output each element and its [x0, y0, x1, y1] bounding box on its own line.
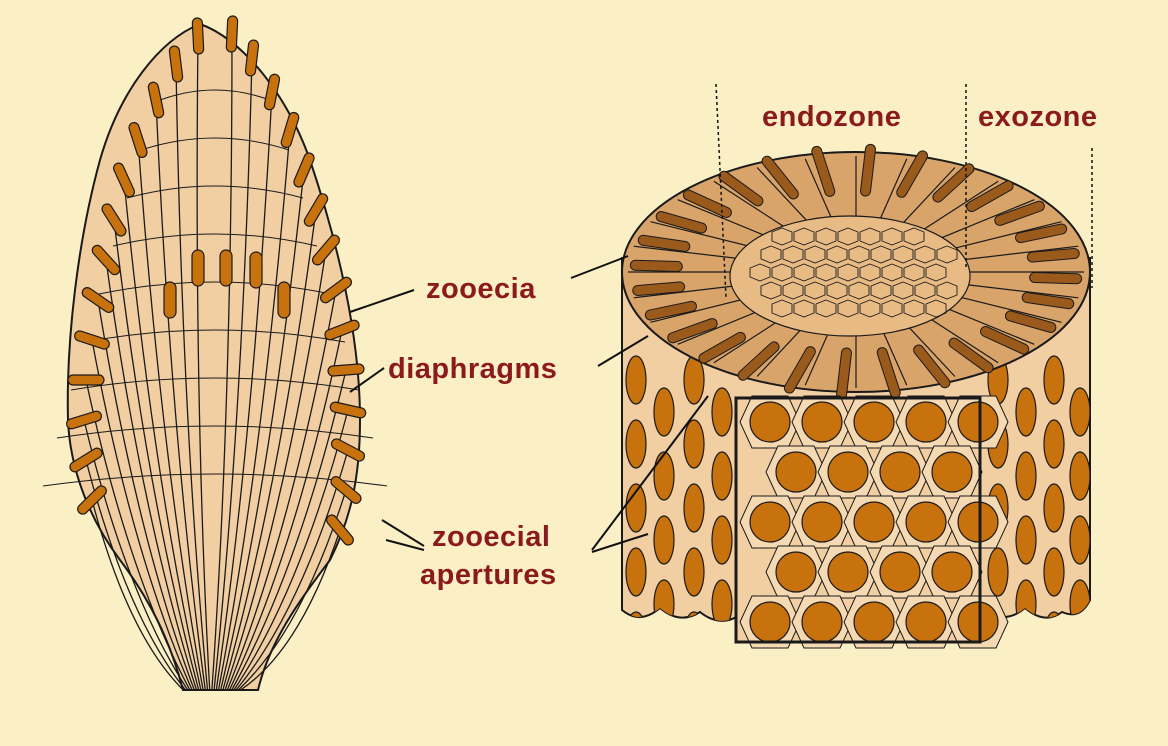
window-aperture	[750, 602, 790, 642]
window-aperture	[854, 602, 894, 642]
endozone-area	[730, 216, 970, 336]
window-aperture	[802, 402, 842, 442]
aperture-bar	[192, 250, 204, 286]
window-aperture	[906, 402, 946, 442]
side-aperture	[1044, 612, 1064, 660]
top-aperture	[630, 260, 682, 272]
side-aperture	[1070, 452, 1090, 500]
window-aperture	[802, 502, 842, 542]
aperture-window	[736, 396, 1008, 648]
side-aperture	[1044, 484, 1064, 532]
window-aperture	[828, 552, 868, 592]
side-aperture	[654, 388, 674, 436]
side-aperture	[684, 420, 704, 468]
aperture-bar	[328, 364, 365, 377]
apertures-leader-1	[382, 520, 424, 546]
window-aperture	[958, 602, 998, 642]
side-aperture	[1044, 420, 1064, 468]
aperture-bar	[250, 252, 262, 288]
side-aperture	[1070, 644, 1090, 692]
zooecia-label: zooecia	[426, 273, 536, 305]
side-aperture	[654, 580, 674, 628]
window-aperture	[958, 502, 998, 542]
side-aperture	[654, 452, 674, 500]
aperture-bar	[220, 250, 232, 286]
window-aperture	[854, 502, 894, 542]
side-aperture	[1016, 644, 1036, 692]
side-aperture	[684, 484, 704, 532]
window-aperture	[828, 452, 868, 492]
zooecial-label: zooecial	[432, 521, 550, 553]
side-aperture	[1070, 516, 1090, 564]
window-aperture	[750, 502, 790, 542]
side-aperture	[626, 612, 646, 660]
side-aperture	[1044, 356, 1064, 404]
side-aperture	[1070, 580, 1090, 628]
side-aperture	[988, 548, 1008, 596]
window-aperture	[776, 552, 816, 592]
side-aperture	[684, 612, 704, 660]
side-aperture	[654, 644, 674, 692]
side-aperture	[1016, 452, 1036, 500]
aperture-bar	[164, 282, 176, 318]
top-aperture	[1029, 272, 1081, 284]
side-aperture	[626, 420, 646, 468]
side-aperture	[684, 356, 704, 404]
window-aperture	[880, 552, 920, 592]
window-aperture	[958, 402, 998, 442]
window-aperture	[880, 452, 920, 492]
aperture-bar	[226, 16, 238, 52]
side-aperture	[712, 388, 732, 436]
window-aperture	[906, 502, 946, 542]
apertures-label: apertures	[420, 559, 557, 591]
aperture-bar	[278, 282, 290, 318]
side-aperture	[1070, 388, 1090, 436]
window-aperture	[906, 602, 946, 642]
side-aperture	[654, 516, 674, 564]
side-aperture	[684, 548, 704, 596]
window-aperture	[932, 552, 972, 592]
side-aperture	[1016, 580, 1036, 628]
window-aperture	[854, 402, 894, 442]
aperture-bar	[192, 18, 204, 54]
zooecia-leader-left	[350, 290, 414, 312]
side-aperture	[712, 452, 732, 500]
side-aperture	[1016, 516, 1036, 564]
zooecia-leader-right	[571, 256, 628, 278]
window-aperture	[802, 602, 842, 642]
exozone-label: exozone	[978, 101, 1098, 133]
endozone-label: endozone	[762, 101, 901, 133]
window-aperture	[776, 452, 816, 492]
side-aperture	[1016, 388, 1036, 436]
side-aperture	[712, 644, 732, 692]
longitudinal-section	[43, 16, 387, 690]
window-aperture	[932, 452, 972, 492]
side-aperture	[626, 548, 646, 596]
side-aperture	[626, 356, 646, 404]
endozone-cells	[730, 216, 970, 336]
side-aperture	[1044, 548, 1064, 596]
aperture-bar	[68, 375, 104, 385]
side-aperture	[712, 516, 732, 564]
diaphragms-label: diaphragms	[388, 353, 557, 385]
window-aperture	[750, 402, 790, 442]
